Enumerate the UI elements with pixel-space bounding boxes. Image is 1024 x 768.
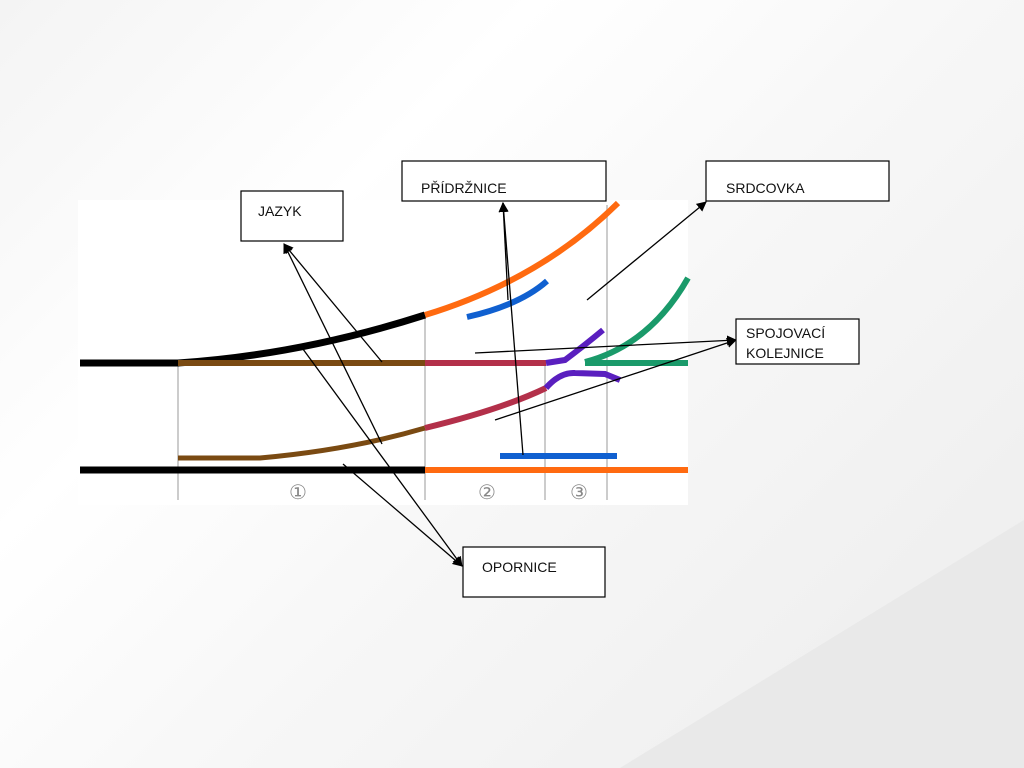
- svg-text:JAZYK: JAZYK: [258, 203, 302, 219]
- check-rail-upper: [466, 278, 549, 320]
- background-shape: [620, 520, 1024, 768]
- switch-rail-curved: [178, 425, 426, 461]
- section-2-label: ②: [478, 480, 496, 504]
- pointer-arrows: [283, 201, 737, 567]
- outer-rail-curved: [424, 200, 621, 318]
- svg-text:KOLEJNICE: KOLEJNICE: [746, 345, 824, 361]
- frog-curved: [584, 276, 691, 365]
- closure-rail-curved: [424, 385, 548, 431]
- label-spojovaci-kolejnice: SPOJOVACÍ KOLEJNICE: [735, 318, 860, 365]
- wing-rail-lower: [543, 369, 622, 391]
- section-3-label: ③: [570, 480, 588, 504]
- svg-text:OPORNICE: OPORNICE: [482, 559, 557, 575]
- label-jazyk: JAZYK: [240, 190, 344, 242]
- section-1-label: ①: [289, 480, 307, 504]
- label-pridrznice: PŘÍDRŽNICE: [401, 160, 607, 202]
- svg-text:PŘÍDRŽNICE: PŘÍDRŽNICE: [421, 180, 507, 196]
- label-opornice: OPORNICE: [462, 546, 606, 598]
- label-srdcovka: SRDCOVKA: [705, 160, 890, 202]
- svg-text:SPOJOVACÍ: SPOJOVACÍ: [746, 325, 825, 341]
- svg-text:SRDCOVKA: SRDCOVKA: [726, 180, 805, 196]
- wing-rail-upper: [545, 327, 605, 366]
